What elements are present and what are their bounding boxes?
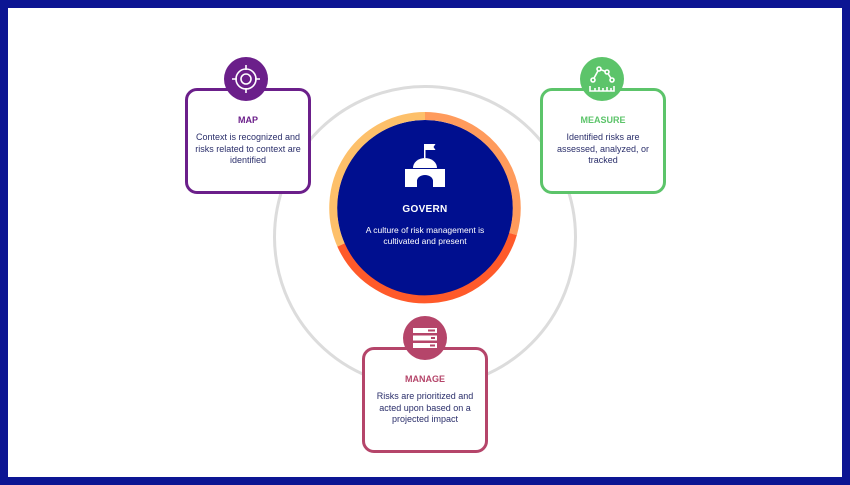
- map-description: Context is recognized and risks related …: [195, 132, 301, 165]
- measure-title: MEASURE: [580, 115, 626, 125]
- map-title: MAP: [238, 115, 258, 125]
- capitol-building-icon: [405, 144, 445, 187]
- map-card: MAP Context is recognized and risks rela…: [185, 88, 311, 194]
- ruler-graph-icon: [580, 57, 624, 101]
- measure-card: MEASURE Identified risks are assessed, a…: [540, 88, 666, 194]
- measure-description: Identified risks are assessed, analyzed,…: [556, 132, 650, 165]
- govern-circle: [329, 112, 521, 304]
- manage-card: MANAGE Risks are prioritized and acted u…: [362, 347, 488, 453]
- govern-content: GOVERN A culture of risk management is c…: [349, 132, 501, 284]
- govern-description: A culture of risk management is cultivat…: [365, 225, 485, 246]
- govern-title: GOVERN: [402, 204, 448, 215]
- server-stack-icon: [403, 316, 447, 360]
- manage-title: MANAGE: [405, 374, 445, 384]
- target-icon: [224, 57, 268, 101]
- manage-description: Risks are prioritized and acted upon bas…: [376, 391, 474, 424]
